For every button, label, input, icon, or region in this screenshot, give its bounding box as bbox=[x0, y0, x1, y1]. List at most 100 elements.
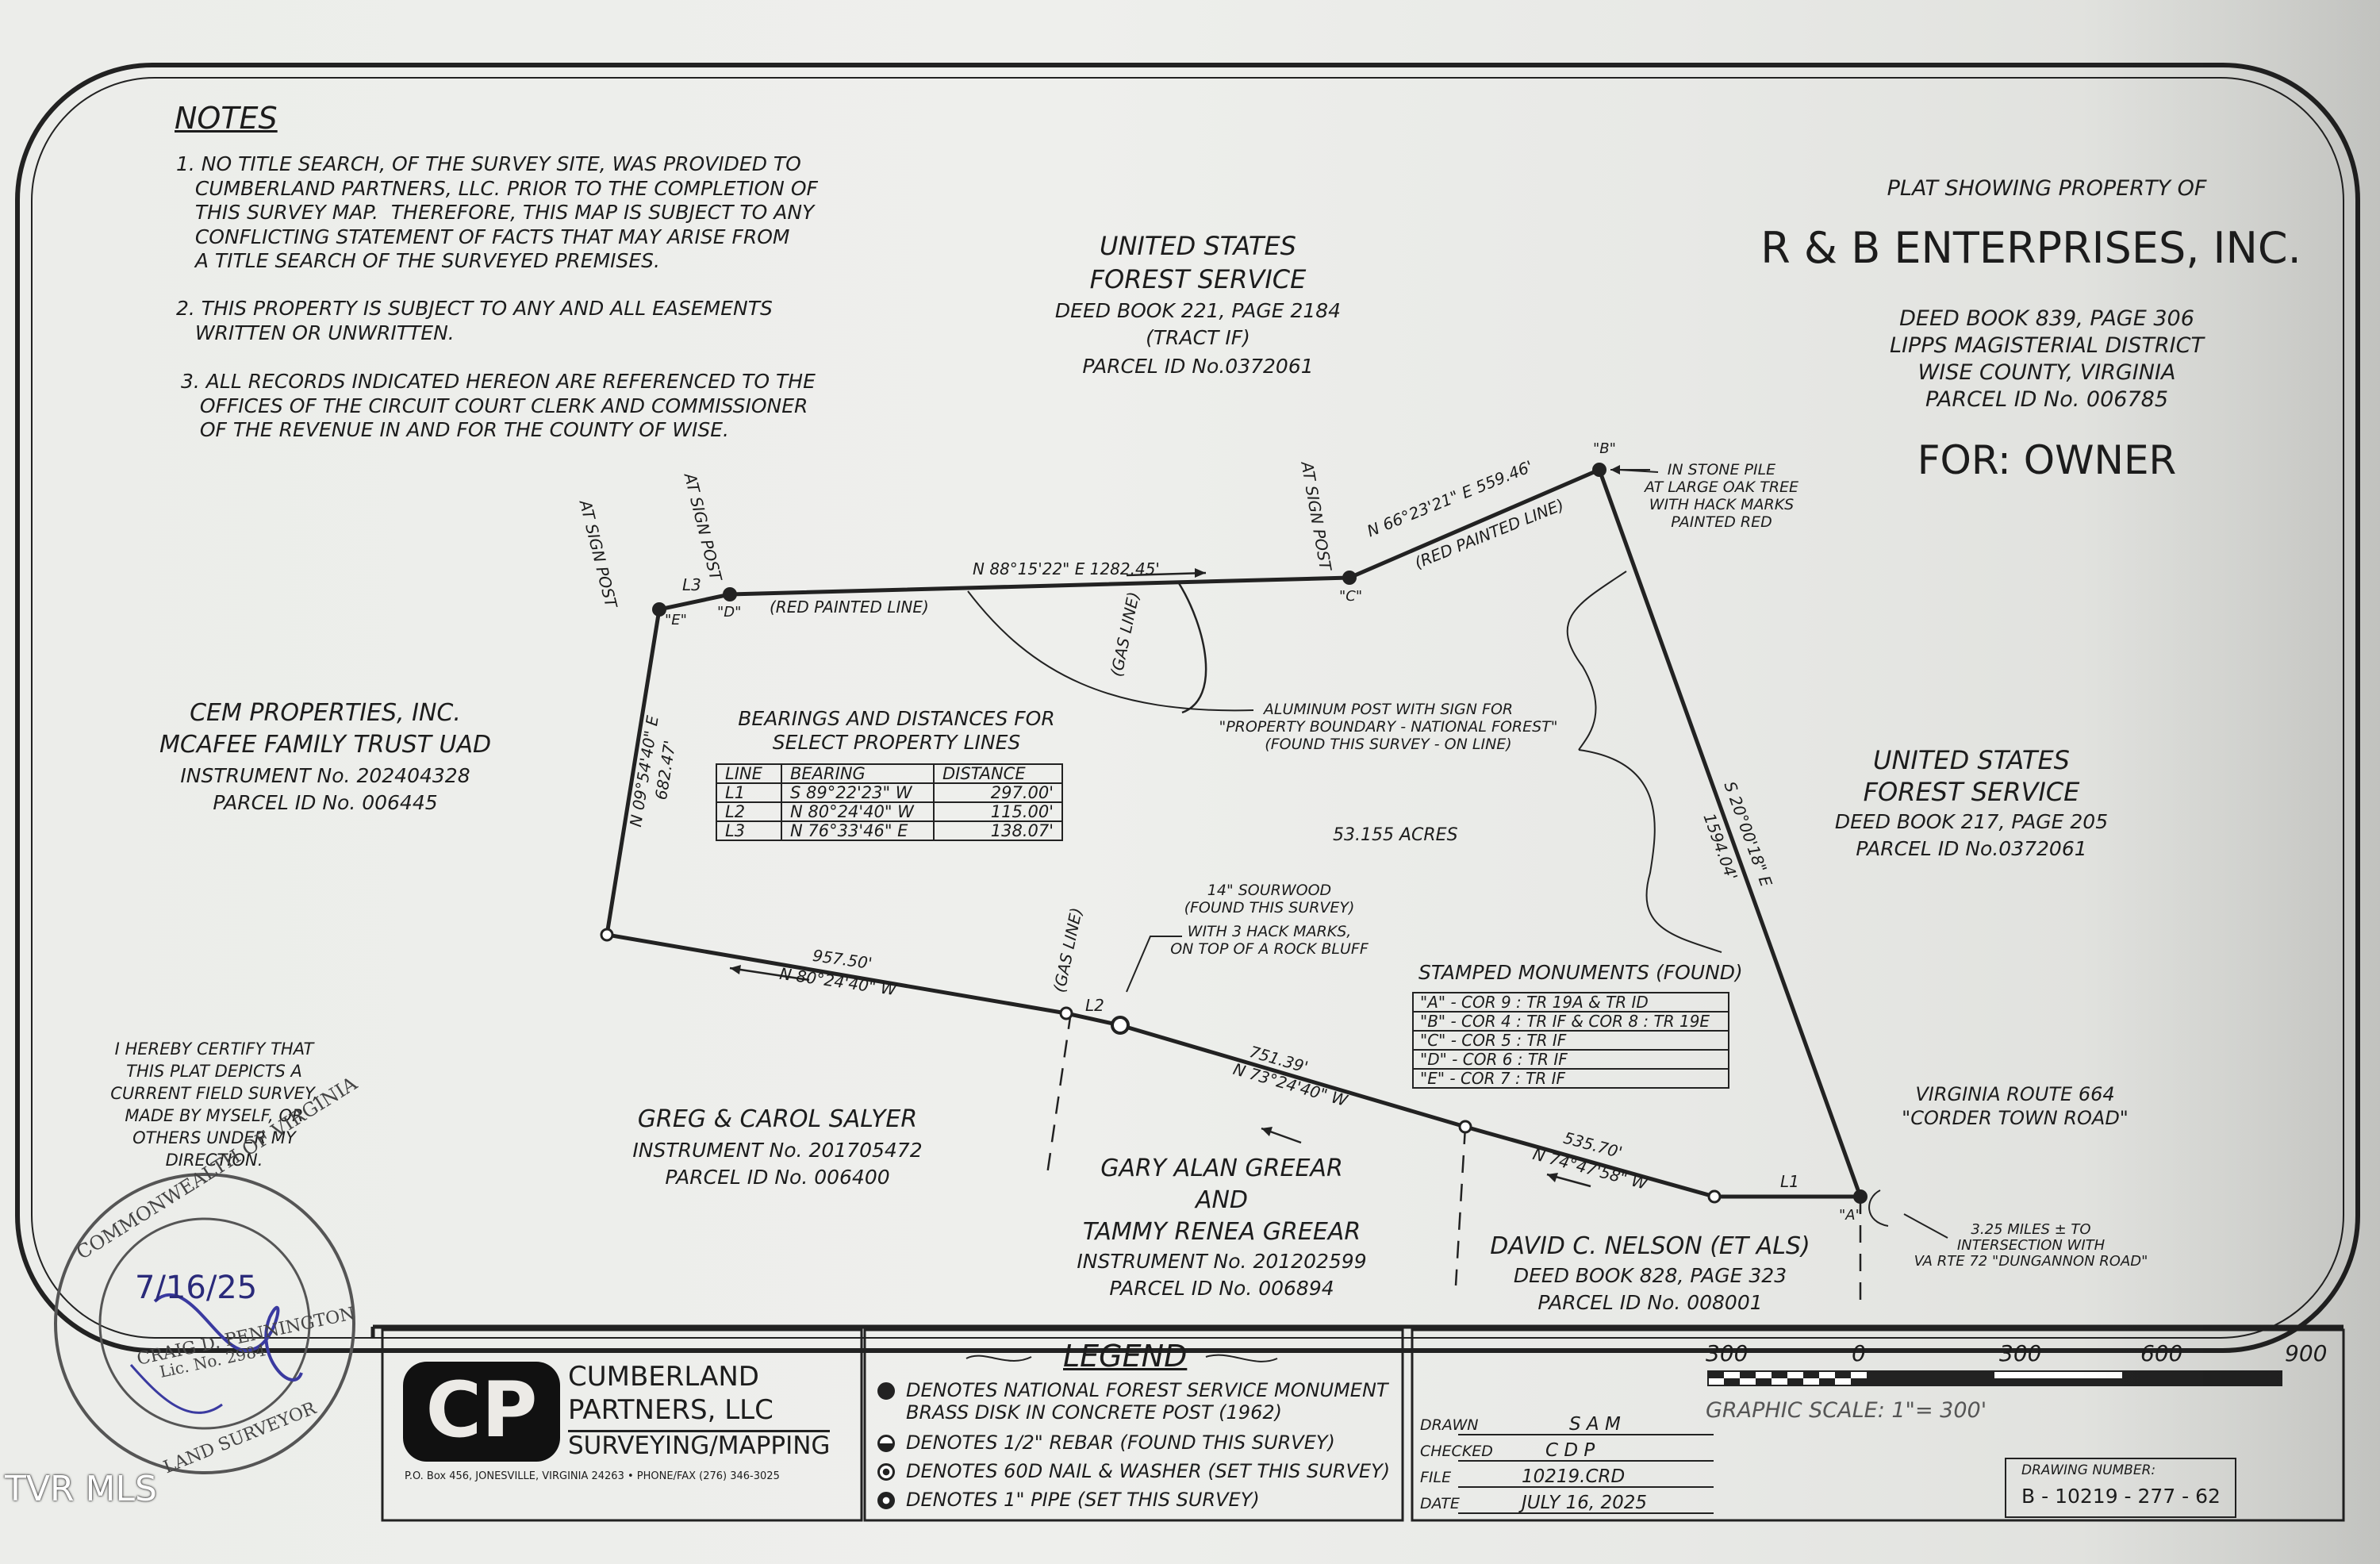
nelson-2: DEED BOOK 828, PAGE 323 bbox=[1513, 1264, 1787, 1287]
monument-e bbox=[652, 602, 666, 617]
table-row: "D" - COR 6 : TR IF bbox=[1412, 1049, 1729, 1070]
date-label: DATE bbox=[1420, 1495, 1460, 1512]
rebar-sourwood bbox=[1111, 1016, 1130, 1035]
greear-1: GARY ALAN GREEAR bbox=[1100, 1155, 1343, 1182]
cell: "E" - COR 7 : TR IF bbox=[1412, 1068, 1729, 1089]
legend-flourish-right bbox=[1205, 1354, 1278, 1362]
title-deed: DEED BOOK 839, PAGE 306 bbox=[1899, 306, 2194, 331]
stone-pile-3: WITH HACK MARKS bbox=[1649, 496, 1795, 513]
cell: L1 bbox=[716, 782, 782, 803]
cell: "D" - COR 6 : TR IF bbox=[1412, 1049, 1729, 1070]
label-pt-d: "D" bbox=[717, 604, 742, 621]
greear-2: AND bbox=[1195, 1186, 1249, 1214]
legend-item-nail: DENOTES 60D NAIL & WASHER (SET THIS SURV… bbox=[877, 1460, 1390, 1482]
label-red-painted-1: (RED PAINTED LINE) bbox=[770, 598, 929, 617]
monuments-table: "A" - COR 9 : TR 19A & TR ID "B" - COR 4… bbox=[1412, 992, 1729, 1089]
usfs-north-5: PARCEL ID No.0372061 bbox=[1082, 355, 1314, 378]
table-row: L3 N 76°33'46" E 138.07' bbox=[716, 820, 1063, 841]
cell: "B" - COR 4 : TR IF & COR 8 : TR 19E bbox=[1412, 1011, 1729, 1032]
cell: N 80°24'40" W bbox=[781, 801, 935, 822]
drawing-number-label: DRAWING NUMBER: bbox=[2021, 1462, 2156, 1478]
drawing-number-value: B - 10219 - 277 - 62 bbox=[2021, 1485, 2221, 1508]
gas-line-north bbox=[1177, 582, 1207, 714]
checked-value: C D P bbox=[1545, 1440, 1595, 1461]
drawn-label: DRAWN bbox=[1420, 1416, 1479, 1434]
drawn-value: S A M bbox=[1569, 1414, 1621, 1435]
leader-intersection bbox=[1903, 1213, 1948, 1239]
label-l2: L2 bbox=[1085, 996, 1104, 1015]
legend-item-forest-monument-line2: BRASS DISK IN CONCRETE POST (1962) bbox=[906, 1401, 1282, 1424]
stone-pile-1: IN STONE PILE bbox=[1667, 461, 1776, 478]
graphic-scale-bar bbox=[1707, 1370, 2282, 1386]
company-name-2: PARTNERS, LLC bbox=[568, 1394, 774, 1426]
sourwood-1: 14" SOURWOOD bbox=[1207, 882, 1332, 899]
nail-l1 bbox=[1707, 1189, 1722, 1204]
gas-line-south-2 bbox=[1454, 1126, 1467, 1286]
monument-c bbox=[1342, 571, 1357, 585]
nail-l2 bbox=[1059, 1006, 1073, 1020]
scale-tick-600: 600 bbox=[2140, 1340, 2183, 1366]
dot-circle-icon bbox=[877, 1463, 895, 1481]
arrow-sw bbox=[729, 966, 810, 982]
cell: "C" - COR 5 : TR IF bbox=[1412, 1030, 1729, 1051]
route-1: VIRGINIA ROUTE 664 bbox=[1915, 1083, 2115, 1105]
cem-1: CEM PROPERTIES, INC. bbox=[190, 699, 461, 727]
legend-item-rebar: DENOTES 1/2" REBAR (FOUND THIS SURVEY) bbox=[877, 1431, 1335, 1454]
label-pt-e: "E" bbox=[665, 612, 687, 628]
bearings-title-2: SELECT PROPERTY LINES bbox=[772, 731, 1021, 754]
scale-caption: GRAPHIC SCALE: 1"= 300' bbox=[1706, 1398, 1987, 1423]
plat-showing: PLAT SHOWING PROPERTY OF bbox=[1887, 176, 2207, 201]
cem-2: MCAFEE FAMILY TRUST UAD bbox=[159, 731, 492, 759]
drawing-number-box bbox=[2005, 1458, 2236, 1518]
arrow-s2-head bbox=[1261, 1127, 1273, 1136]
monument-b bbox=[1592, 463, 1606, 477]
usfs-east-2: FOREST SERVICE bbox=[1863, 777, 2080, 807]
intersection-2: INTERSECTION WITH bbox=[1956, 1237, 2106, 1254]
sheet-border-inner bbox=[31, 77, 2344, 1339]
half-circle-icon bbox=[877, 1435, 895, 1452]
cem-3: INSTRUMENT No. 202404328 bbox=[180, 764, 470, 787]
cell: "A" - COR 9 : TR 19A & TR ID bbox=[1412, 992, 1729, 1013]
usfs-east-1: UNITED STATES bbox=[1873, 745, 2070, 775]
aluminum-post-1: ALUMINUM POST WITH SIGN FOR bbox=[1263, 701, 1514, 718]
sourwood-4: ON TOP OF A ROCK BLUFF bbox=[1170, 940, 1368, 958]
leader-curve-east bbox=[1566, 571, 1627, 751]
label-l1: L1 bbox=[1780, 1172, 1799, 1191]
arrow-s3-head bbox=[1547, 1173, 1558, 1182]
greear-3: TAMMY RENEA GREEAR bbox=[1082, 1218, 1361, 1246]
usfs-east-4: PARCEL ID No.0372061 bbox=[1856, 837, 2087, 860]
cell: L2 bbox=[716, 801, 782, 822]
cert-1: I HEREBY CERTIFY THAT bbox=[114, 1039, 314, 1059]
title-district: LIPPS MAGISTERIAL DISTRICT bbox=[1890, 333, 2204, 358]
company-address: P.O. Box 456, JONESVILLE, VIRGINIA 24263… bbox=[405, 1470, 780, 1482]
info-lines bbox=[1458, 1434, 1714, 1514]
cert-5: OTHERS UNDER MY bbox=[132, 1128, 296, 1147]
arrow-north bbox=[1126, 571, 1207, 577]
cell: 297.00' bbox=[933, 782, 1063, 803]
road-curve bbox=[1868, 1189, 1889, 1227]
company-name-3: SURVEYING/MAPPING bbox=[568, 1430, 831, 1460]
usfs-north-3: DEED BOOK 221, PAGE 2184 bbox=[1054, 299, 1342, 322]
intersection-3: VA RTE 72 "DUNGANNON ROAD" bbox=[1914, 1253, 2148, 1270]
company-name-1: CUMBERLAND bbox=[568, 1361, 759, 1393]
file-label: FILE bbox=[1420, 1469, 1452, 1486]
sheet-border bbox=[15, 63, 2360, 1353]
usfs-north-4: (TRACT IF) bbox=[1146, 326, 1250, 349]
usfs-north-2: FOREST SERVICE bbox=[1089, 264, 1307, 294]
header-bearing: BEARING bbox=[781, 763, 935, 784]
table-row: "A" - COR 9 : TR 19A & TR ID bbox=[1412, 992, 1729, 1013]
title-county: WISE COUNTY, VIRGINIA bbox=[1917, 360, 2176, 385]
table-row: LINE BEARING DISTANCE bbox=[716, 763, 1063, 784]
leader-aluminum-post bbox=[967, 590, 1254, 712]
note-2: 2. THIS PROPERTY IS SUBJECT TO ANY AND A… bbox=[176, 297, 773, 344]
arrow-sw-head bbox=[730, 965, 741, 974]
table-row: L2 N 80°24'40" W 115.00' bbox=[716, 801, 1063, 822]
nail-s2 bbox=[1458, 1120, 1472, 1134]
arrow-north-head bbox=[1195, 568, 1206, 578]
label-pt-b: "B" bbox=[1593, 440, 1616, 457]
scale-tick-300-left: 300 bbox=[1706, 1340, 1749, 1366]
label-line-north: N 88°15'22" E 1282.45' bbox=[973, 559, 1160, 578]
leader-curve-east-2 bbox=[1578, 749, 1722, 953]
scale-tick-0: 0 bbox=[1852, 1340, 1866, 1366]
